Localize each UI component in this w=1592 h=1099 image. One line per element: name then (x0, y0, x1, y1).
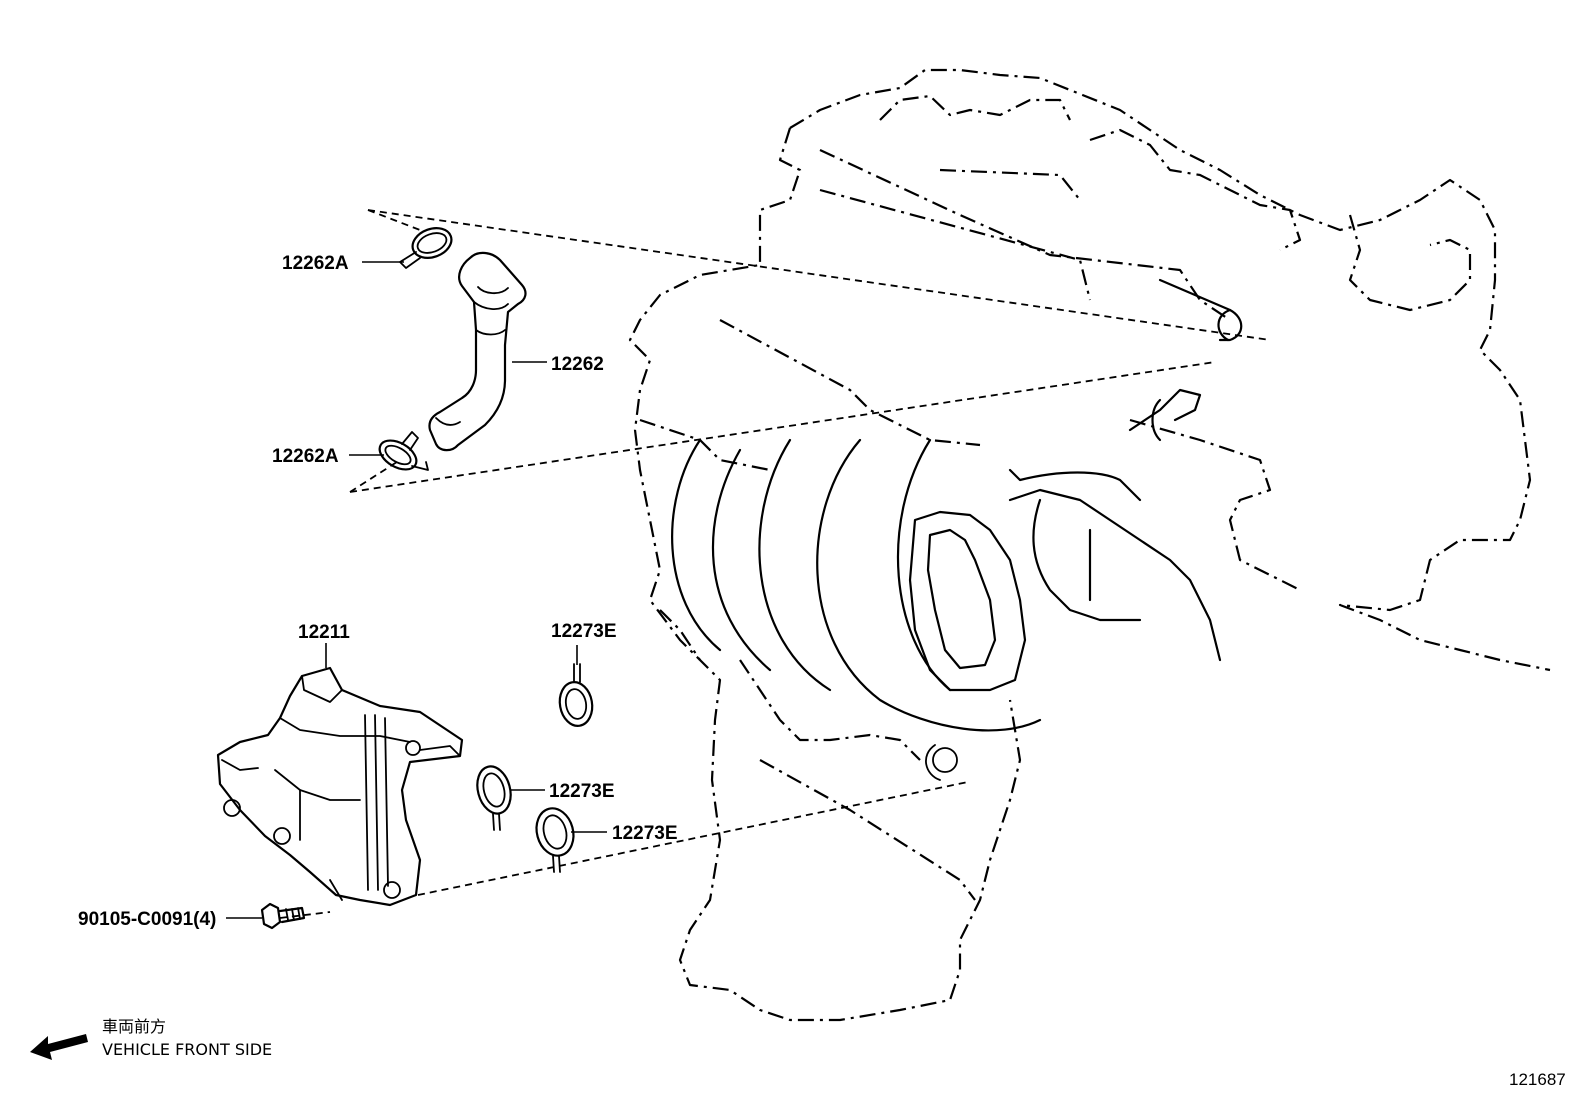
label-hose: 12262 (551, 354, 604, 375)
label-gasket-low: 12273E (612, 823, 678, 844)
gasket-top[interactable] (556, 663, 595, 728)
diagram-id: 121687 (1509, 1070, 1566, 1089)
gasket-mid[interactable] (472, 763, 515, 831)
engine-housing (908, 278, 1243, 781)
front-side-japanese: 車両前方 (102, 1017, 166, 1036)
label-hose-clamp-upper: 12262A (282, 253, 349, 274)
bolt-90105[interactable] (260, 902, 306, 930)
projection-lines (279, 209, 1271, 919)
label-gasket-top: 12273E (551, 621, 617, 642)
engine-outline (628, 68, 1551, 1022)
label-bolt: 90105-C0091(4) (78, 909, 216, 930)
gasket-low[interactable] (531, 804, 578, 873)
arrow-left-icon (30, 1034, 88, 1060)
engine-pulley (671, 438, 1142, 732)
hose-clamp-lower[interactable] (375, 431, 429, 475)
hose-12262[interactable] (428, 251, 527, 452)
label-hose-clamp-lower: 12262A (272, 446, 339, 467)
front-side-english: VEHICLE FRONT SIDE (102, 1040, 272, 1059)
oil-separator-12211[interactable] (216, 666, 464, 907)
vehicle-front-indicator: 車両前方 VEHICLE FRONT SIDE (30, 1017, 272, 1060)
leader-lines (226, 261, 607, 919)
label-separator: 12211 (298, 622, 350, 643)
label-gasket-mid: 12273E (549, 781, 615, 802)
hose-clamp-upper[interactable] (399, 223, 456, 269)
